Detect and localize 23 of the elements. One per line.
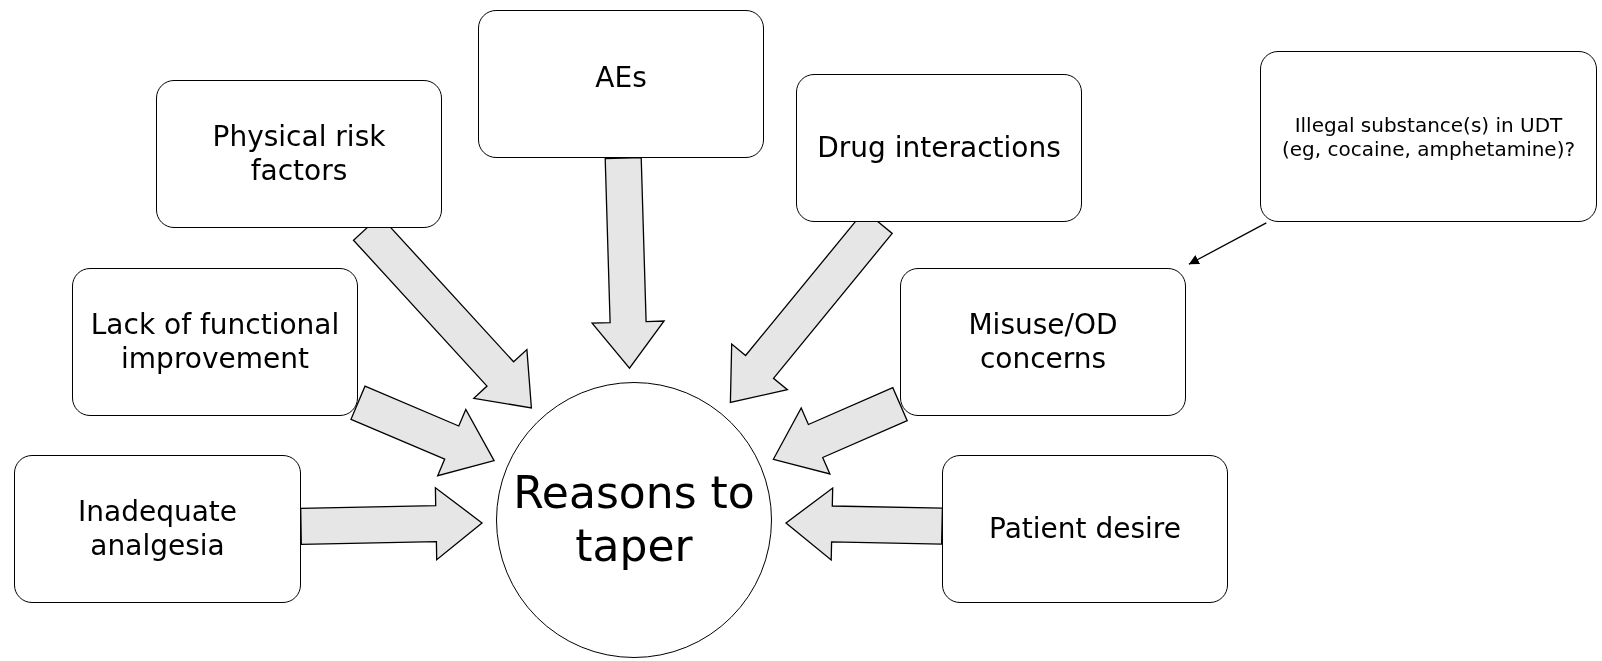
rounded-box (156, 80, 442, 228)
node-text: Lack of functional improvement (89, 308, 341, 376)
node-text: AEs (595, 61, 647, 95)
node-text: Reasons to taper (513, 467, 755, 573)
block-arrow (350, 385, 496, 477)
node-text: Patient desire (989, 512, 1181, 546)
rounded-box (796, 74, 1082, 222)
node-text: Drug interactions (817, 131, 1061, 165)
rounded-box (1260, 51, 1597, 222)
rounded-box (478, 10, 764, 158)
rounded-box (900, 268, 1186, 416)
block-arrow (590, 156, 666, 370)
node-text: Inadequate analgesia (76, 495, 238, 563)
rounded-box (942, 455, 1228, 603)
block-arrow (300, 486, 484, 562)
block-arrow (772, 386, 909, 475)
arrow (1188, 222, 1267, 265)
node-text: Misuse/OD concerns (967, 308, 1119, 376)
rounded-box (72, 268, 358, 416)
rounded-box (14, 455, 301, 603)
block-arrow (784, 486, 944, 562)
node-text: Illegal substance(s) in UDT (eg, cocaine, amphetamine)? (1280, 112, 1577, 161)
node-text: Physical risk factors (211, 120, 387, 188)
